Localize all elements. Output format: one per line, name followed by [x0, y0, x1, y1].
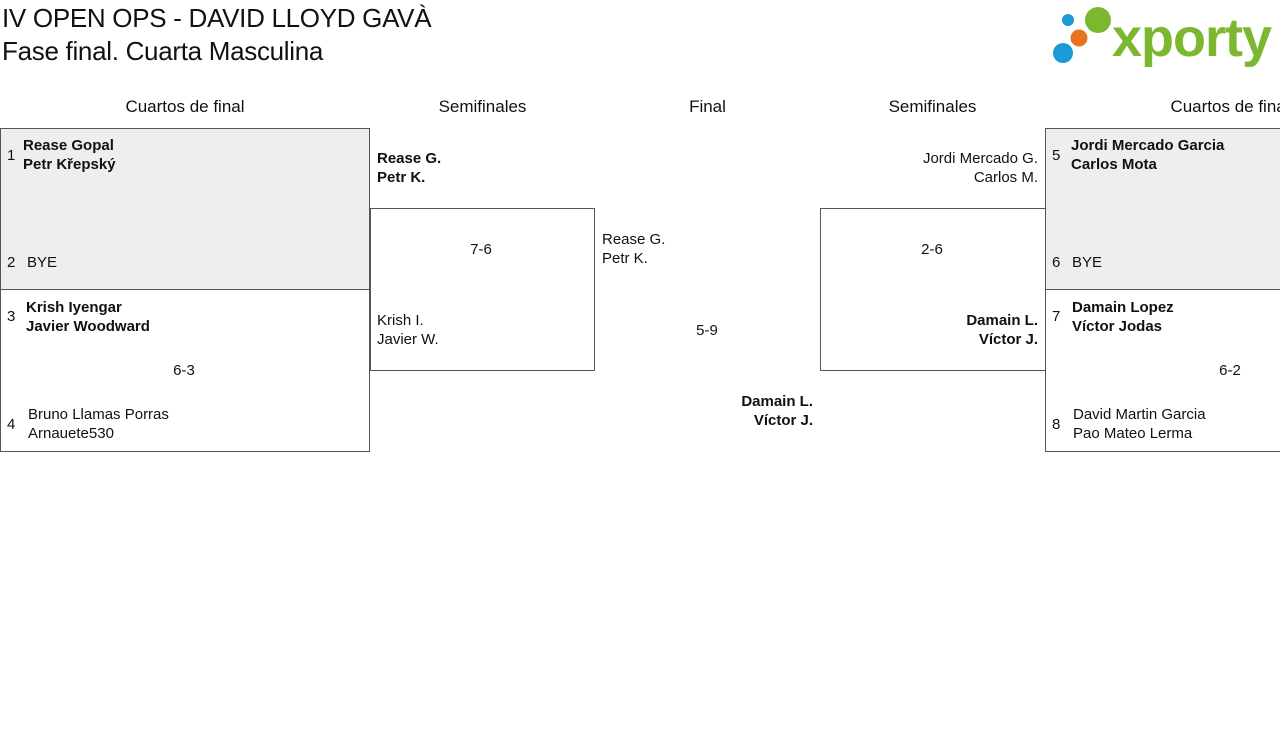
xporty-logo-mark: xporty: [1053, 7, 1273, 68]
team-player: BYE: [1072, 254, 1103, 271]
left-qf1-match[interactable]: [0, 128, 370, 290]
seed-number: 6: [1052, 254, 1061, 271]
team-player: Javier W.: [377, 331, 439, 348]
seed-number: 4: [7, 416, 16, 433]
team-player: Víctor Jodas: [1072, 318, 1163, 335]
seed-number: 7: [1052, 308, 1061, 325]
team-player: Damain Lopez: [1072, 299, 1174, 316]
team-player: David Martin Garcia: [1073, 406, 1206, 423]
team-player: Damain L.: [741, 393, 813, 410]
logo-dot-blue-small: [1062, 14, 1074, 26]
match-score: 6-3: [173, 362, 195, 379]
seed-number: 2: [7, 254, 16, 271]
team-player: Petr Křepský: [23, 156, 116, 173]
team-player: Bruno Llamas Porras: [28, 406, 169, 423]
xporty-logo[interactable]: xporty: [1050, 4, 1278, 68]
page-subtitle: Fase final. Cuarta Masculina: [2, 36, 324, 66]
round-heading-final: Final: [689, 97, 726, 116]
logo-dot-green: [1085, 7, 1111, 33]
round-heading-left-quarters: Cuartos de final: [125, 97, 245, 116]
match-score: 7-6: [470, 241, 492, 258]
team-player: Pao Mateo Lerma: [1073, 425, 1193, 442]
team-player: Petr K.: [602, 250, 648, 267]
left-sf-match[interactable]: [370, 208, 595, 371]
page-title: IV OPEN OPS - DAVID LLOYD GAVÀ: [2, 3, 432, 33]
round-heading-right-semis: Semifinales: [888, 97, 977, 116]
team-player: Arnauete530: [28, 425, 114, 442]
team-player: Petr K.: [377, 169, 426, 186]
left-qf2-match[interactable]: [0, 289, 370, 452]
team-player: Damain L.: [966, 312, 1038, 329]
round-heading-left-semis: Semifinales: [438, 97, 527, 116]
team-player: Jordi Mercado G.: [922, 150, 1038, 167]
logo-text: xporty: [1112, 8, 1272, 68]
team-player: Víctor J.: [753, 412, 813, 429]
match-score: 2-6: [921, 241, 943, 258]
team-player: Carlos M.: [973, 169, 1038, 186]
team-player: Javier Woodward: [26, 318, 150, 335]
final-score: 5-9: [696, 322, 718, 339]
right-qf2-match[interactable]: [1045, 289, 1280, 452]
logo-dot-blue: [1053, 43, 1073, 63]
logo-dot-orange: [1070, 29, 1088, 47]
team-player: Rease G.: [602, 231, 666, 248]
team-player: Carlos Mota: [1071, 156, 1157, 173]
seed-number: 8: [1052, 416, 1061, 433]
team-player: Víctor J.: [978, 331, 1038, 348]
team-player: Jordi Mercado Garcia: [1071, 137, 1225, 154]
team-player: Rease Gopal: [23, 137, 114, 154]
right-qf1-match[interactable]: [1045, 128, 1280, 290]
team-player: BYE: [27, 254, 58, 271]
team-player: Krish I.: [377, 312, 424, 329]
round-heading-right-quarters: Cuartos de final: [1170, 97, 1280, 116]
seed-number: 3: [7, 308, 16, 325]
seed-number: 1: [7, 147, 16, 164]
team-player: Krish Iyengar: [26, 299, 122, 316]
match-score: 6-2: [1219, 362, 1241, 379]
seed-number: 5: [1052, 147, 1061, 164]
team-player: Rease G.: [377, 150, 442, 167]
